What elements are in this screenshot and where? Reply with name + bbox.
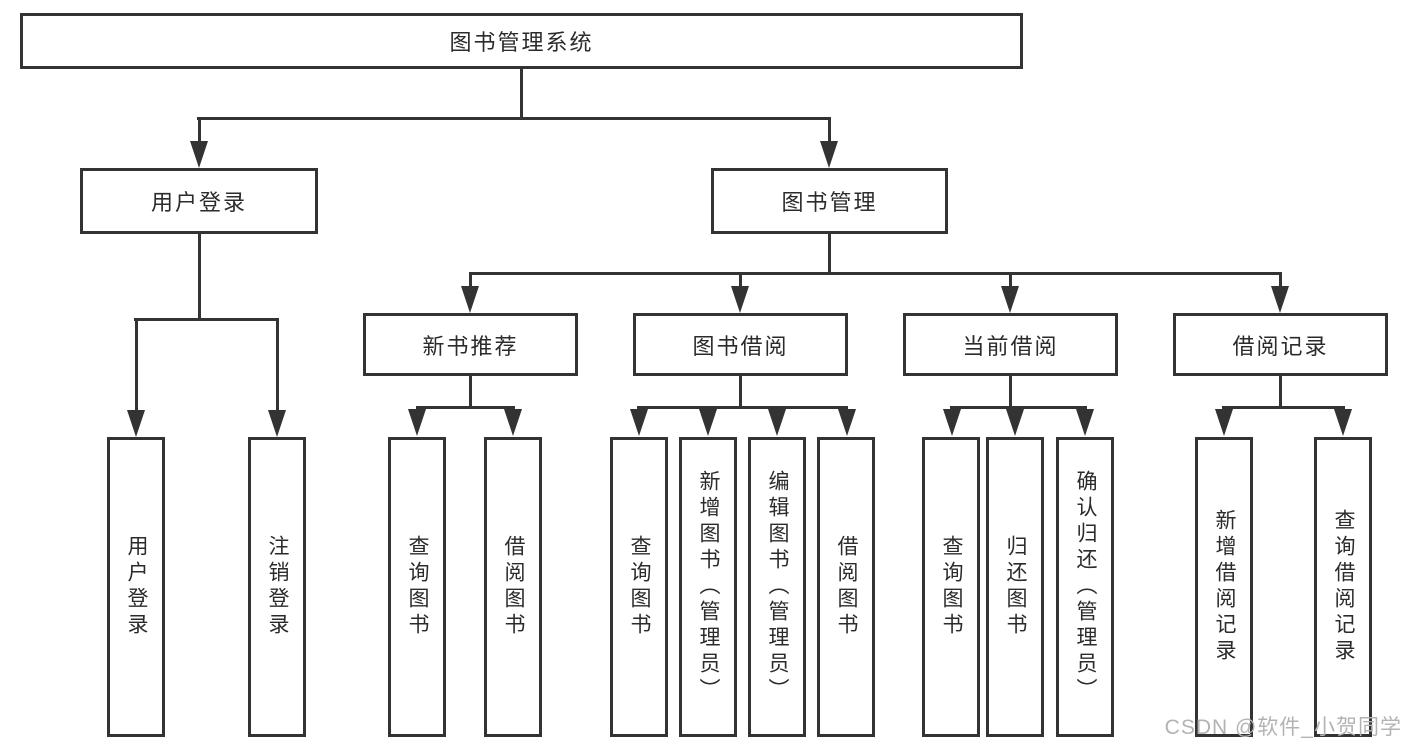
connector-root-bus <box>197 117 831 120</box>
arrow-borrow-books <box>838 409 856 436</box>
node-current-borrowing: 当前借阅 <box>903 313 1118 376</box>
leaf-return-books: 归还图书 <box>986 437 1044 737</box>
connector-book-management-bus <box>469 272 1282 275</box>
connector-stub-book-management <box>828 119 831 144</box>
leaf-add-borrow-record: 新增借阅记录 <box>1195 437 1253 737</box>
arrow-query-books-current <box>943 409 961 436</box>
connector-book-borrowing-stem <box>739 376 742 406</box>
arrow-add-borrow-record <box>1215 409 1233 436</box>
leaf-borrow-books-recommend: 借阅图书 <box>484 437 542 737</box>
leaf-add-books-admin: 新增图书（管理员） <box>679 437 737 737</box>
connector-stub-user-login <box>198 119 201 144</box>
leaf-borrow-books: 借阅图书 <box>817 437 875 737</box>
leaf-query-books-current: 查询图书 <box>922 437 980 737</box>
connector-user-login-stem <box>198 234 201 321</box>
arrow-confirm-return-admin <box>1076 409 1094 436</box>
connector-new-book-bus <box>416 406 515 409</box>
leaf-query-books-recommend: 查询图书 <box>388 437 446 737</box>
arrow-query-books-recommend <box>408 409 426 436</box>
arrow-book-borrowing <box>731 286 749 313</box>
connector-stub-leaf-logout <box>276 321 279 411</box>
connector-stub-leaf-user-login <box>135 321 138 411</box>
connector-book-borrowing-bus <box>637 406 848 409</box>
node-borrowing-records: 借阅记录 <box>1173 313 1388 376</box>
connector-current-borrowing-bus <box>950 406 1087 409</box>
leaf-query-borrow-record: 查询借阅记录 <box>1314 437 1372 737</box>
csdn-watermark: CSDN @软件_小贺同学 <box>1164 716 1402 739</box>
connector-stub-borrowing-records <box>1279 275 1282 288</box>
node-library-management-system: 图书管理系统 <box>20 13 1023 69</box>
connector-root-stem <box>520 69 523 118</box>
connector-user-login-bus <box>134 318 279 321</box>
connector-borrowing-records-bus <box>1222 406 1345 409</box>
arrow-query-borrow-record <box>1334 409 1352 436</box>
arrow-current-borrowing <box>1001 286 1019 313</box>
arrow-leaf-user-login <box>127 410 145 437</box>
leaf-logout: 注销登录 <box>248 437 306 737</box>
arrow-borrow-books-recommend <box>504 409 522 436</box>
connector-book-management-stem <box>828 234 831 275</box>
node-book-management: 图书管理 <box>711 168 948 234</box>
connector-borrowing-records-stem <box>1279 376 1282 406</box>
leaf-confirm-return-admin: 确认归还（管理员） <box>1056 437 1114 737</box>
node-new-book-recommendation: 新书推荐 <box>363 313 578 376</box>
arrow-new-book-recommendation <box>461 286 479 313</box>
arrow-leaf-logout <box>268 410 286 437</box>
connector-stub-new-book <box>469 275 472 288</box>
arrow-user-login <box>190 141 208 168</box>
node-user-login: 用户登录 <box>80 168 318 234</box>
connector-stub-book-borrowing <box>739 275 742 288</box>
connector-current-borrowing-stem <box>1009 376 1012 406</box>
arrow-add-books-admin <box>699 409 717 436</box>
arrow-edit-books-admin <box>768 409 786 436</box>
leaf-edit-books-admin: 编辑图书（管理员） <box>748 437 806 737</box>
arrow-return-books <box>1006 409 1024 436</box>
arrow-book-management <box>820 141 838 168</box>
connector-new-book-stem <box>469 376 472 406</box>
leaf-query-books-borrowing: 查询图书 <box>610 437 668 737</box>
node-book-borrowing: 图书借阅 <box>633 313 848 376</box>
arrow-query-books-borrowing <box>630 409 648 436</box>
connector-stub-current-borrowing <box>1009 275 1012 288</box>
arrow-borrowing-records <box>1271 286 1289 313</box>
leaf-user-login: 用户登录 <box>107 437 165 737</box>
